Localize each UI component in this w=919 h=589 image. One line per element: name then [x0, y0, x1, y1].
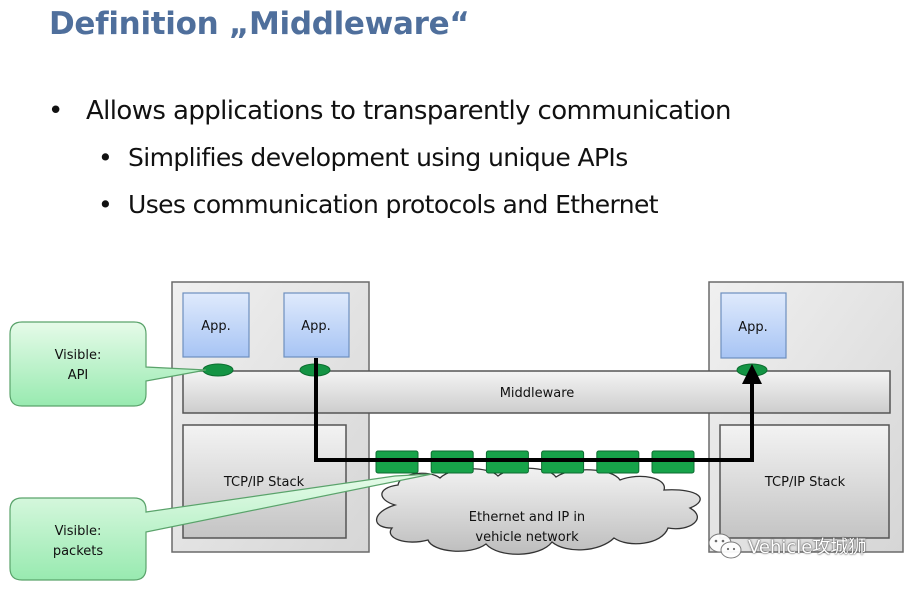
- wechat-icon: [708, 533, 742, 559]
- callout-packets-line1: Visible:: [55, 524, 102, 539]
- middleware-bar: [182, 370, 891, 414]
- slide-title: Definition „Middleware“: [49, 6, 470, 42]
- bullet-text: Allows applications to transparently com…: [86, 96, 731, 126]
- right-node: TCP/IP Stack App.: [708, 281, 904, 553]
- left-stack-label: TCP/IP Stack: [223, 475, 305, 490]
- left-app-1: [182, 292, 250, 358]
- path-arrowhead-icon: [742, 364, 762, 384]
- bullet-dot: •: [98, 190, 113, 219]
- bullet-text: Uses communication protocols and Etherne…: [128, 190, 659, 219]
- bullet-dot: •: [98, 143, 113, 172]
- right-tcpip-stack: [719, 424, 890, 539]
- callout-packets-line2: packets: [53, 544, 104, 559]
- callout-packets: Visible: packets: [9, 473, 433, 581]
- network-cloud: Ethernet and IP in vehicle network: [375, 467, 701, 555]
- left-app-2: [283, 292, 350, 358]
- communication-path: [314, 358, 754, 462]
- callout-api-line2: API: [68, 368, 89, 383]
- right-stack-label: TCP/IP Stack: [764, 475, 846, 490]
- watermark-text: Vehicle攻城狮: [748, 537, 867, 558]
- right-app-1-label: App.: [738, 320, 768, 335]
- left-app-1-label: App.: [201, 319, 231, 334]
- left-tcpip-stack: [182, 424, 347, 539]
- sub-bullet-item: • Uses communication protocols and Ethern…: [98, 190, 659, 219]
- bullet-text: Simplifies development using unique APIs: [128, 143, 628, 172]
- right-app-1: [720, 292, 787, 359]
- callout-api-line1: Visible:: [55, 348, 102, 363]
- bullet-item: • Allows applications to transparently co…: [48, 96, 731, 126]
- left-app-2-label: App.: [301, 319, 331, 334]
- network-label-line1: Ethernet and IP in: [469, 510, 585, 525]
- sub-bullet-item: • Simplifies development using unique API…: [98, 143, 628, 172]
- callout-api: Visible: API: [9, 321, 207, 407]
- api-point-left-1: [202, 363, 234, 377]
- bullet-dot: •: [48, 96, 63, 126]
- network-label-line2: vehicle network: [475, 530, 579, 545]
- middleware-label: Middleware: [500, 386, 575, 401]
